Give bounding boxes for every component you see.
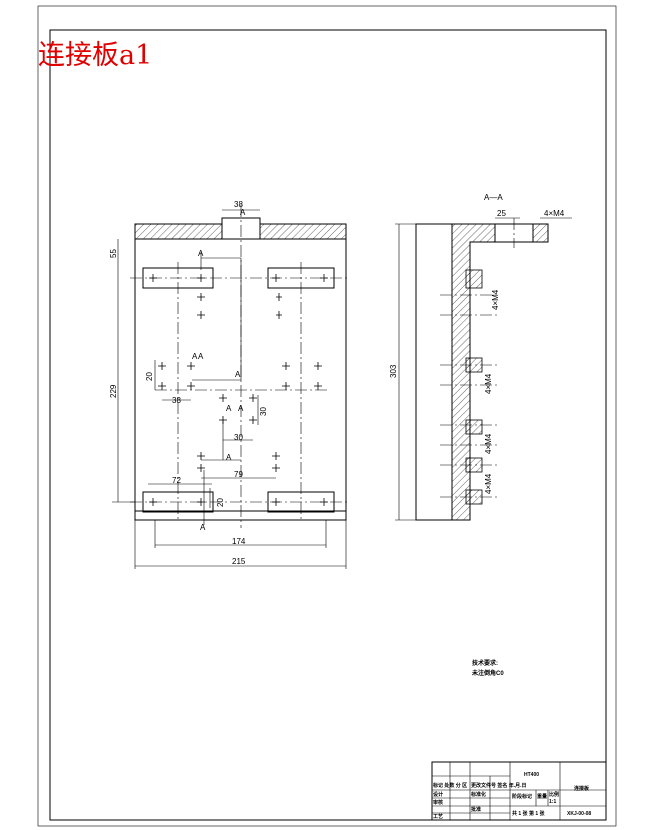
dim-center-h: 30: [234, 433, 243, 442]
dim-bottom-h: 79: [234, 470, 243, 479]
dim-height-total: 229: [109, 384, 118, 398]
notes-line-2: 未注倒角C0: [472, 669, 504, 677]
dim-bottom-slot-h: 20: [216, 498, 225, 507]
cut-label-7: A: [238, 404, 244, 413]
dim-overall-width: 215: [232, 557, 246, 566]
dim-side-width: 25: [497, 209, 506, 218]
notes-line-1: 技术要求:: [472, 659, 498, 667]
tb-r2c1: 设计: [433, 791, 443, 798]
section-view: A—A: [389, 193, 572, 521]
tb-r3c1: 审核: [433, 799, 443, 806]
tb-r1c2: 更改文件号 签名 年.月.日: [471, 782, 527, 789]
cut-label-1: A: [240, 208, 246, 217]
dim-top-offset: 55: [109, 249, 118, 258]
cut-label-8: A: [226, 453, 232, 462]
dim-bottom-slot-w: 72: [172, 476, 181, 485]
dim-center-v: 30: [259, 407, 268, 416]
cut-label-2: A: [198, 249, 204, 258]
tb-r2c5: 比例: [549, 791, 559, 798]
inner-border: [49, 29, 607, 821]
title-block: HT400 连接板 XKJ-00-08 1:1 共 1 张 第 1 张 标记 处…: [431, 761, 607, 821]
tb-r2c4: 重量: [537, 793, 547, 800]
dim-hole-pitch-v: 20: [145, 372, 154, 381]
thread-1: 4×M4: [491, 289, 500, 310]
tb-r2c2: 标准化: [470, 791, 486, 798]
main-plate: [134, 238, 347, 521]
section-title: A—A: [484, 193, 503, 202]
dim-side-height: 303: [389, 364, 398, 378]
tb-r4c1: 工艺: [433, 813, 443, 820]
tb-sheet: 共 1 张 第 1 张: [512, 810, 546, 817]
front-view: A A A A A A A A A 38 55: [109, 200, 350, 569]
thread-top: 4×M4: [544, 209, 565, 218]
drawing-title: 连接板a1: [38, 40, 152, 71]
tb-material: HT400: [524, 772, 539, 778]
tb-part-name: 连接板: [574, 785, 590, 792]
tb-scale: 1:1: [549, 799, 556, 805]
thread-2: 4×M4: [484, 373, 493, 394]
thread-4: 4×M4: [484, 473, 493, 494]
thread-3: 4×M4: [484, 433, 493, 454]
cut-label-9: A: [200, 523, 206, 532]
cut-label-4: A: [198, 352, 204, 361]
tb-drawing-no: XKJ-00-08: [567, 811, 591, 817]
tb-r1c1: 标记 处数 分 区: [432, 782, 467, 789]
dim-hole-span: 174: [232, 537, 246, 546]
dim-hole-offset-h: 38: [172, 396, 181, 405]
hole-markers: [149, 274, 328, 506]
outer-border: [37, 5, 617, 827]
cut-label-3: A: [192, 352, 198, 361]
tb-r4c2: 批准: [471, 806, 481, 813]
cut-label-6: A: [226, 404, 232, 413]
tb-r2c3: 阶段标记: [512, 793, 532, 800]
dim-top-width: 38: [234, 200, 243, 209]
cut-label-5: A: [235, 370, 241, 379]
